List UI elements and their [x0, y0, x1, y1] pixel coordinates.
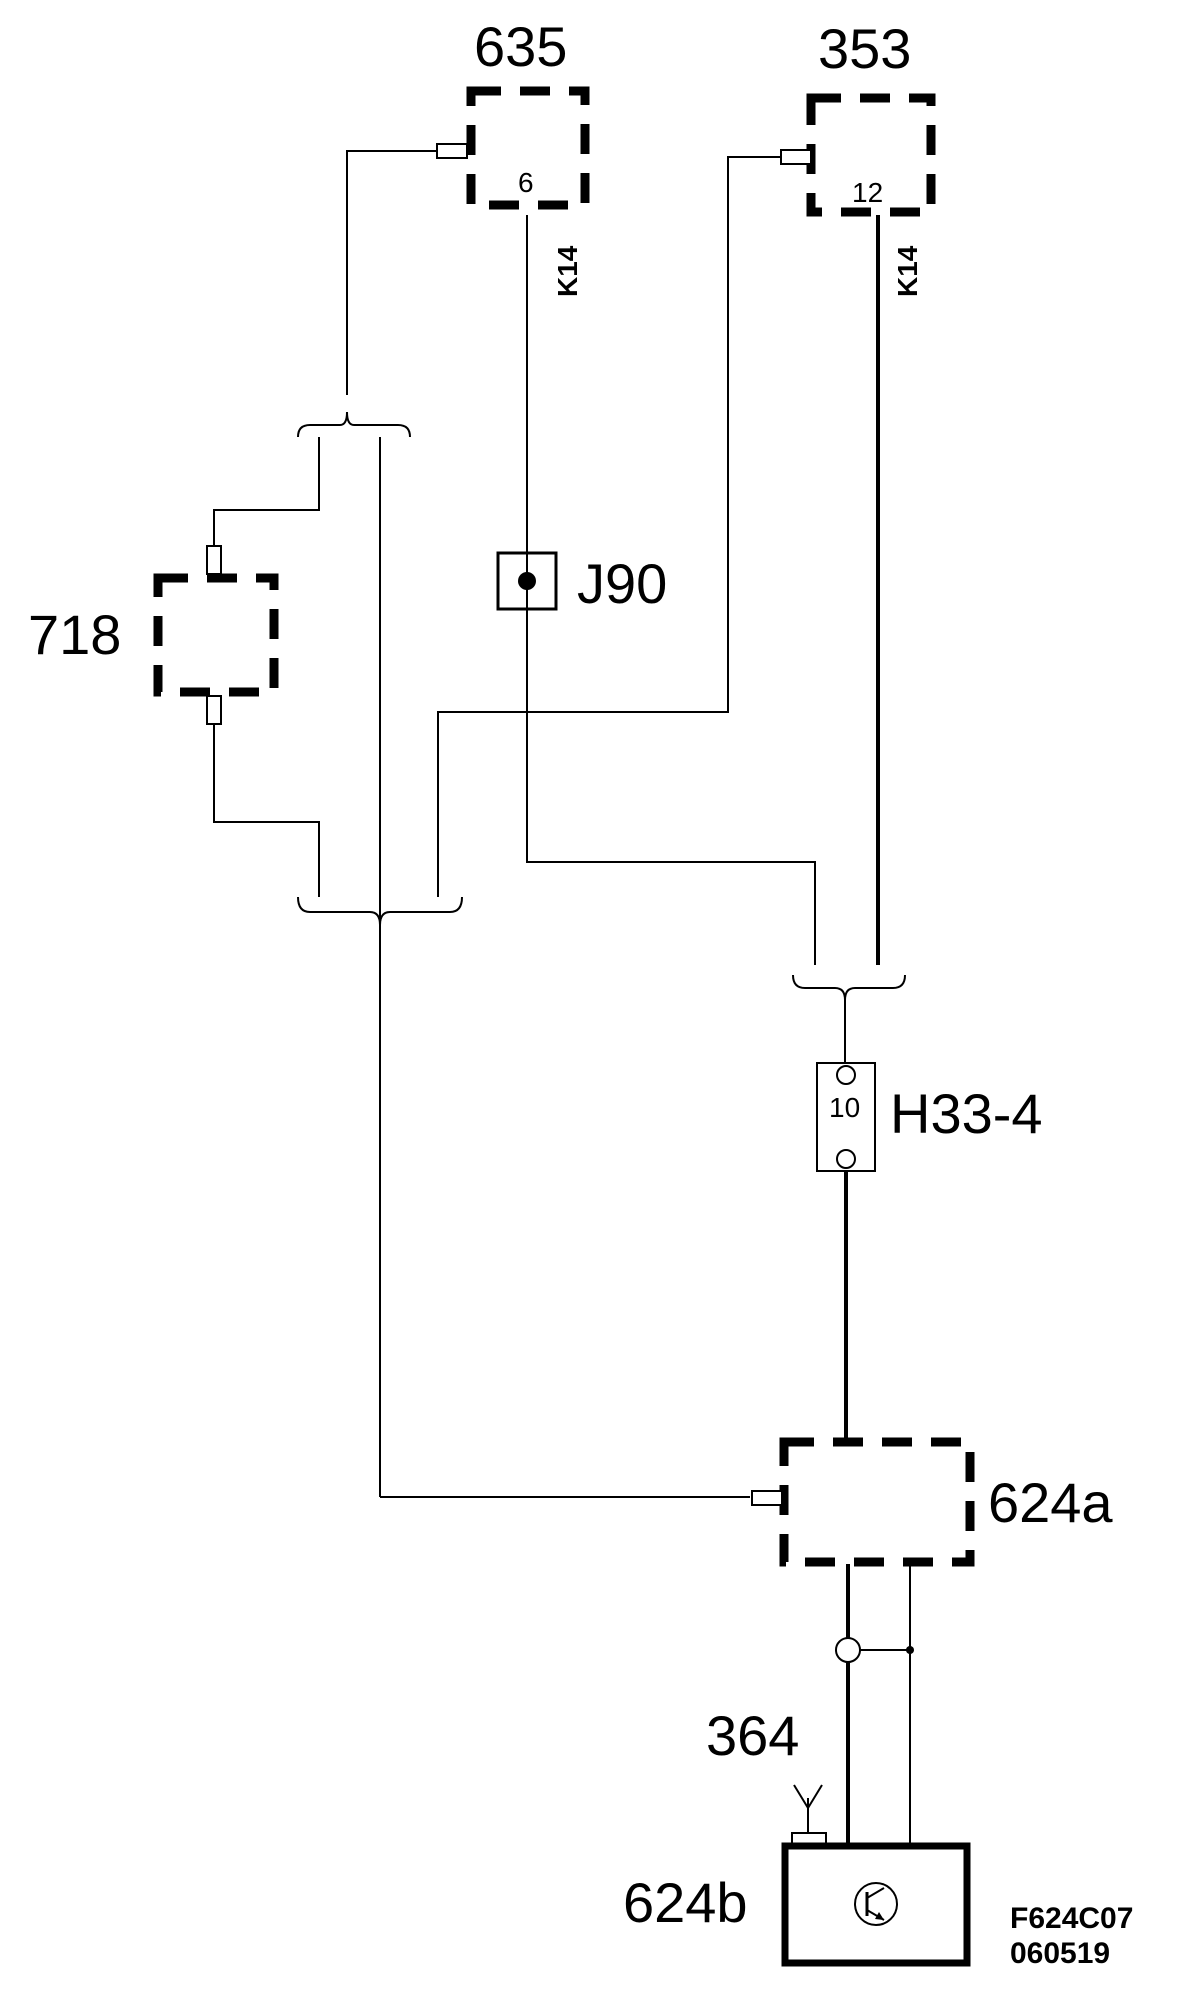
component-624a-box[interactable]: [779, 1437, 975, 1567]
wire-code-k14-left: K14: [552, 245, 583, 297]
antenna-364-label: 364: [706, 1704, 799, 1767]
component-353-label: 353: [818, 17, 911, 80]
component-718-bottom-connector: [206, 695, 222, 725]
connector-h33-4-label: H33-4: [890, 1082, 1043, 1145]
drawing-id-line1: F624C07: [1010, 1902, 1133, 1935]
antenna-icon: [793, 1784, 823, 1810]
drawing-id-line2: 060519: [1010, 1937, 1110, 1970]
component-353[interactable]: 353 12: [780, 17, 936, 217]
component-624b-label: 624b: [623, 1871, 748, 1934]
component-353-pin: 12: [852, 177, 883, 208]
component-624b[interactable]: 624b: [623, 1842, 971, 1967]
connector-h33-4[interactable]: 10 H33-4: [816, 1000, 1043, 1172]
bundle-brace-right: [792, 974, 906, 1001]
connector-h33-4-pin: 10: [829, 1092, 860, 1123]
antenna-364[interactable]: 364: [706, 1704, 827, 1846]
component-635-label: 635: [474, 15, 567, 78]
component-718-top-connector: [206, 545, 222, 575]
component-635[interactable]: 635 6: [436, 15, 590, 210]
component-624a-label: 624a: [988, 1471, 1113, 1534]
bundle-brace-upper: [297, 411, 411, 438]
wire-code-k14-right: K14: [892, 245, 923, 297]
component-353-connector: [780, 149, 812, 165]
cable-shield-node: [906, 1646, 914, 1654]
component-718[interactable]: 718: [28, 545, 279, 725]
bundle-brace-lower: [297, 896, 463, 926]
connector-h33-4-bottom-terminal: [836, 1149, 856, 1169]
component-635-pin: 6: [518, 167, 534, 198]
wire-353-to-left-bundle: [437, 156, 781, 897]
connector-h33-4-top-terminal: [836, 1065, 856, 1085]
wire-635-to-left-bundle: [346, 150, 437, 395]
drawing-id: F624C07 060519: [1010, 1902, 1133, 1970]
junction-j90[interactable]: J90: [496, 551, 667, 615]
component-635-box[interactable]: [466, 86, 590, 210]
cable-shield-ring: [835, 1637, 861, 1663]
component-635-connector: [436, 143, 468, 159]
component-718-box[interactable]: [153, 573, 279, 697]
component-718-label: 718: [28, 603, 121, 666]
component-624a[interactable]: 624a: [751, 1437, 1113, 1567]
wire-718-bottom: [213, 724, 320, 897]
transistor-icon: [854, 1882, 898, 1926]
wire-718-top: [213, 437, 320, 546]
wire-635-pin6-to-h33: [526, 215, 816, 965]
component-624a-connector: [751, 1490, 783, 1506]
junction-j90-label: J90: [577, 552, 667, 615]
